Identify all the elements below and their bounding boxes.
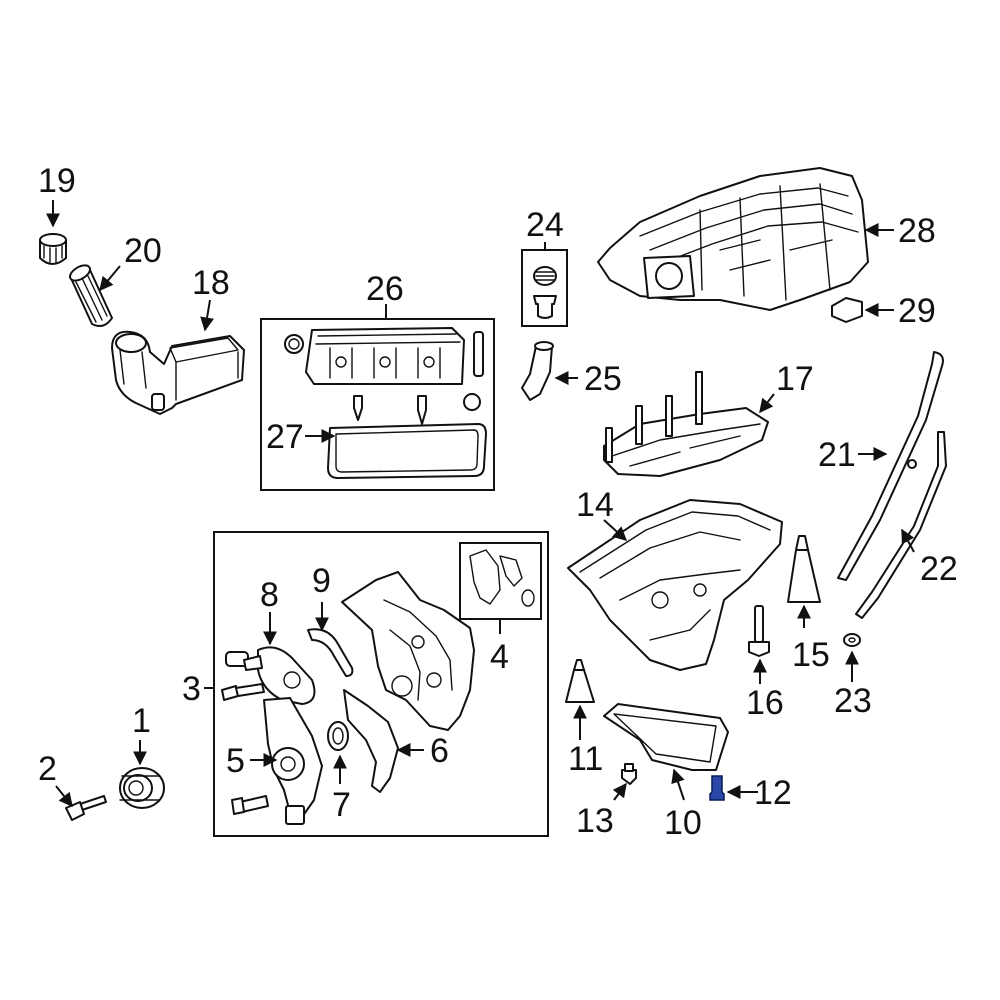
o-ring-part: [843, 633, 861, 647]
crank-seal-part: [327, 721, 349, 751]
timing-bolt-part: [221, 683, 265, 701]
callout-7: 7: [332, 786, 351, 824]
oil-filter-housing-part: [111, 330, 245, 415]
intake-manifold-part: [597, 167, 869, 311]
callout-9: 9: [312, 562, 331, 600]
callout-22: 22: [920, 550, 958, 588]
crankshaft-pulley-part: [119, 767, 165, 809]
callout-17: 17: [776, 360, 814, 398]
drain-plug-part-highlighted: [709, 775, 725, 801]
callout-6: 6: [430, 732, 449, 770]
callout-27: 27: [266, 418, 304, 456]
callout-25: 25: [584, 360, 622, 398]
bolt-part-16: [748, 605, 770, 657]
lower-manifold-part: [603, 371, 769, 477]
drain-plug-shape: [709, 775, 725, 801]
water-pump-part: [231, 697, 323, 825]
callout-8: 8: [260, 576, 279, 614]
callout-3: 3: [182, 670, 201, 708]
timing-cover-gasket-inset-part: [469, 549, 535, 607]
callout-2: 2: [38, 750, 57, 788]
leader-lines: [46, 200, 915, 808]
callout-28: 28: [898, 212, 936, 250]
valve-cover-group-box: [260, 318, 495, 491]
callout-26: 26: [366, 270, 404, 308]
valve-cover-bolts-part: [353, 395, 427, 425]
upper-oil-pan-part: [567, 499, 783, 671]
callout-18: 18: [192, 264, 230, 302]
timing-cover-group-box: [213, 531, 549, 837]
idler-pulley-part: [225, 646, 316, 705]
sealant-tube-part-15: [787, 535, 821, 603]
dipstick-part: [837, 351, 944, 581]
gasket-inset-box: [459, 542, 542, 620]
callout-12: 12: [754, 774, 792, 812]
throttle-body-gasket-part: [831, 297, 863, 323]
bolt-part-13: [621, 763, 637, 785]
callout-23: 23: [834, 682, 872, 720]
timing-gasket-part: [343, 689, 399, 793]
callout-1: 1: [132, 702, 151, 740]
oil-filler-cap-part: [533, 266, 557, 319]
timing-cover-part: [341, 571, 475, 731]
pulley-bolt-part: [65, 795, 107, 821]
callout-5: 5: [226, 742, 245, 780]
callout-15: 15: [792, 636, 830, 674]
callout-11: 11: [568, 740, 603, 778]
lower-oil-pan-part: [603, 703, 729, 771]
callout-labels: 19 20 18 26 27 24 25 28 29 17 21 22 14 1…: [38, 162, 958, 842]
callout-19: 19: [38, 162, 76, 200]
callout-4: 4: [490, 638, 509, 676]
callout-20: 20: [124, 232, 162, 270]
oil-filler-tube-part: [521, 341, 554, 401]
callout-16: 16: [746, 684, 784, 722]
callout-21: 21: [818, 436, 856, 474]
dipstick-tube-part: [855, 431, 947, 619]
valve-cover-part: [284, 327, 484, 411]
valve-cover-gasket-part: [327, 423, 487, 479]
callout-14: 14: [576, 486, 614, 524]
callout-13: 13: [576, 802, 614, 840]
oil-filter-cap-part: [39, 233, 67, 265]
chain-guide-part: [307, 628, 354, 677]
callout-29: 29: [898, 292, 936, 330]
callout-24: 24: [526, 206, 564, 244]
callout-10: 10: [664, 804, 702, 842]
sealant-tube-part-11: [565, 659, 595, 703]
oil-filter-element-part: [69, 264, 113, 327]
